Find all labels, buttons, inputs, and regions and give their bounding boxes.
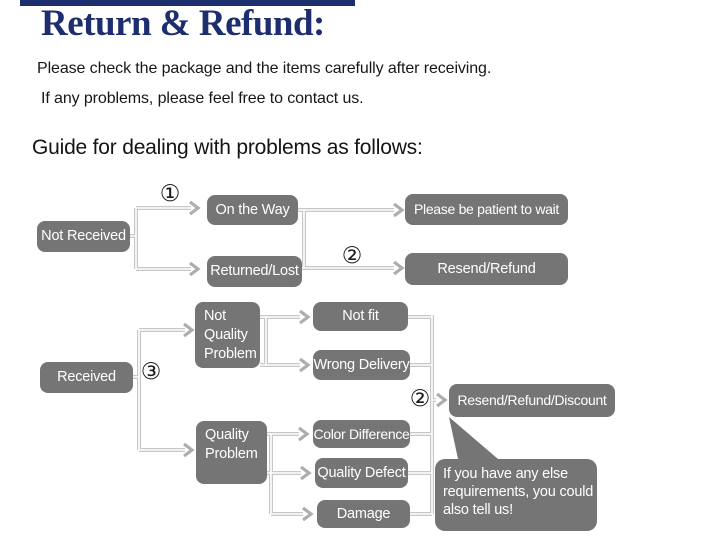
intro-line-1: Please check the package and the items c…: [37, 60, 492, 77]
arrow-chevron-icons: [183, 200, 448, 522]
page-title: Return & Refund:: [41, 3, 325, 44]
top-accent-bar: [20, 0, 355, 6]
node-be-patient: Please be patient to wait: [405, 194, 568, 225]
node-quality-problem: Quality Problem: [196, 421, 267, 484]
intro-line-2: If any problems, please feel free to con…: [41, 90, 364, 107]
marker-circled-2-bottom: ②: [409, 386, 431, 412]
marker-circled-3: ③: [140, 359, 162, 385]
node-returned-lost: Returned/Lost: [207, 256, 302, 287]
node-not-quality-problem: Not Quality Problem: [195, 302, 260, 368]
note-speech-bubble: If you have any else requirements, you c…: [435, 459, 597, 531]
bubble-line-1: If you have any else: [443, 466, 568, 482]
node-quality-defect: Quality Defect: [315, 458, 408, 488]
marker-circled-2-top: ②: [341, 243, 363, 269]
node-on-the-way: On the Way: [207, 195, 298, 225]
node-received: Received: [40, 362, 133, 393]
marker-circled-1: ①: [159, 181, 181, 207]
node-not-fit: Not fit: [313, 302, 408, 331]
bubble-line-2: requirements, you could: [443, 484, 594, 501]
guide-heading: Guide for dealing with problems as follo…: [32, 136, 423, 159]
node-resend-refund: Resend/Refund: [405, 253, 568, 285]
node-resend-refund-discount: Resend/Refund/Discount: [449, 384, 615, 417]
speech-bubble-tail: [449, 417, 498, 459]
bubble-line-3: also tell us!: [443, 502, 513, 519]
node-damage: Damage: [317, 500, 410, 528]
node-not-received: Not Received: [37, 221, 130, 252]
node-color-difference: Color Difference: [313, 420, 410, 448]
node-wrong-delivery: Wrong Delivery: [313, 350, 410, 380]
